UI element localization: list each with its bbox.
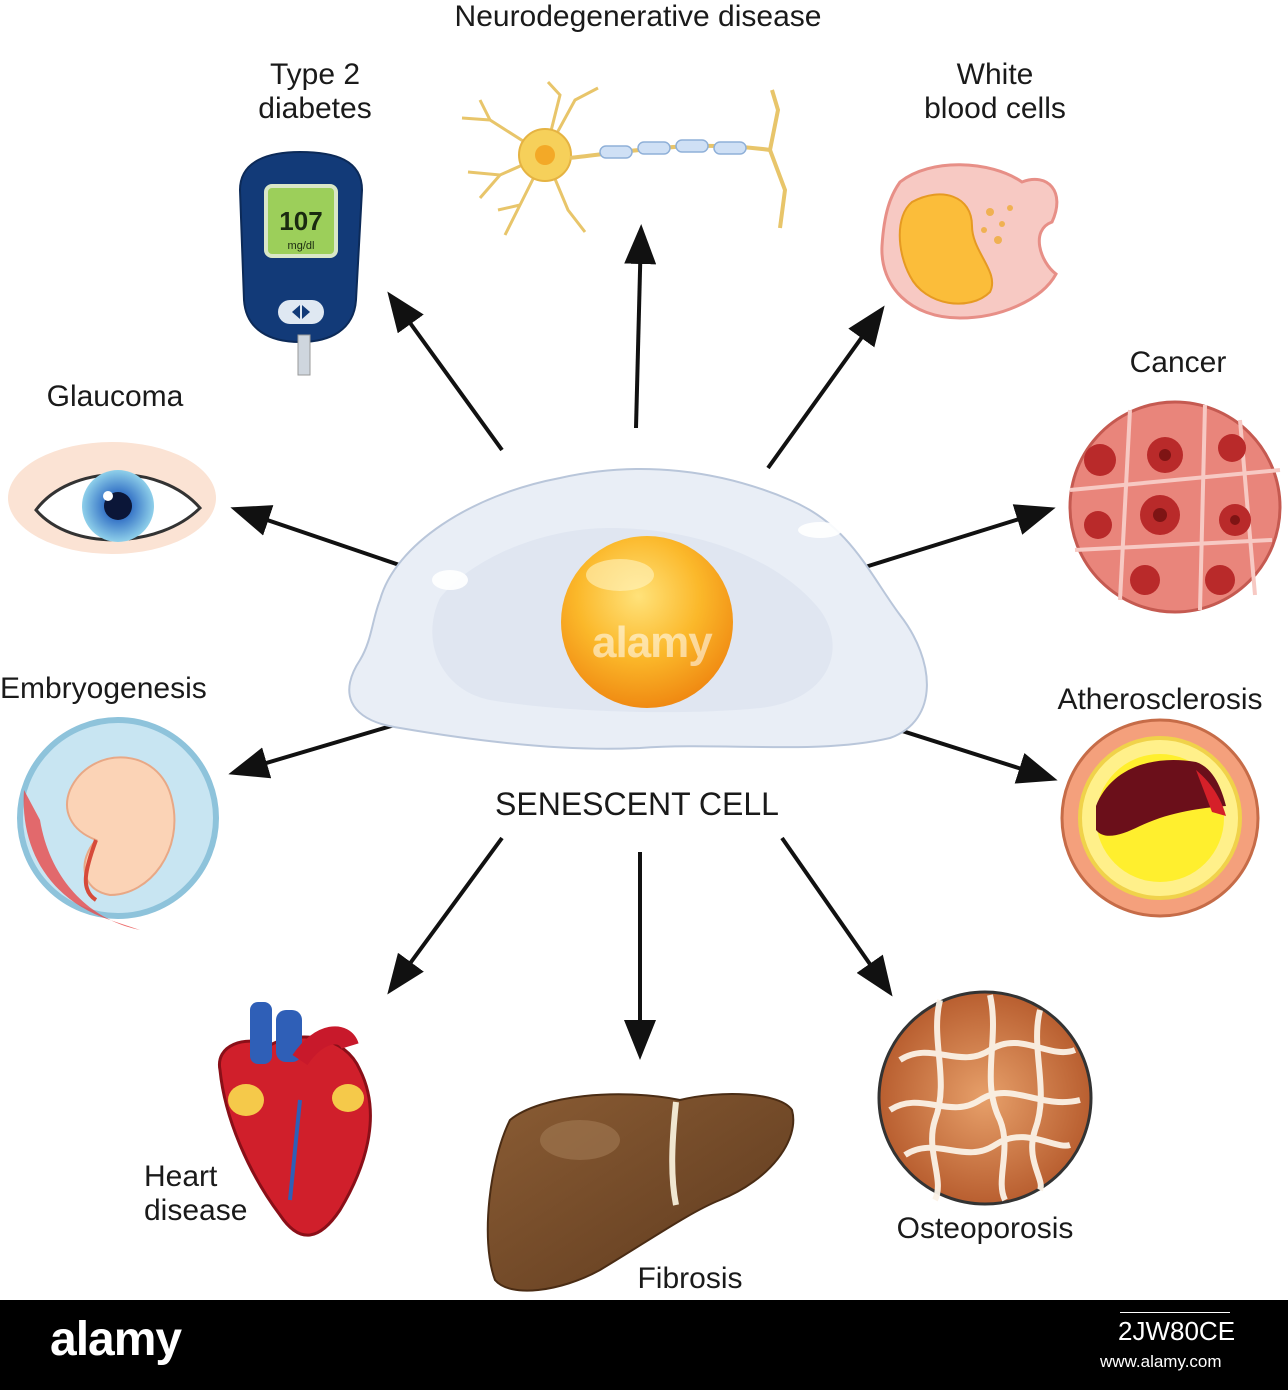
- label-atherosclerosis: Atherosclerosis: [1057, 683, 1263, 716]
- meter-unit: mg/dl: [288, 240, 315, 252]
- label-osteoporosis: Osteoporosis: [896, 1212, 1074, 1245]
- label-fibrosis: Fibrosis: [637, 1262, 743, 1295]
- label-white-blood-cells: White blood cells: [905, 58, 1085, 125]
- label-type2-diabetes-line1: Type 2: [269, 58, 361, 91]
- artery-illustration: [1060, 718, 1260, 918]
- label-type2-diabetes-line2: diabetes: [258, 91, 372, 125]
- label-heart-disease-line1: Heart: [144, 1160, 218, 1193]
- meter-value: 107: [279, 206, 322, 236]
- label-heart-disease: Heart disease: [144, 1160, 247, 1227]
- white-blood-cell-illustration: [880, 163, 1059, 320]
- arrow-neuro: [624, 224, 657, 429]
- arrow-wbc: [766, 305, 885, 470]
- footer-url: www.alamy.com: [1100, 1352, 1222, 1371]
- footer-bar: alamy 2JW80CE www.alamy.com: [0, 1300, 1288, 1390]
- label-white-blood-cells-line2: blood cells: [924, 91, 1066, 125]
- label-neurodegenerative: Neurodegenerative disease: [454, 0, 822, 33]
- label-cancer: Cancer: [1129, 346, 1227, 379]
- embryo-illustration: [17, 717, 219, 930]
- footer-image-id: 2JW80CE: [1118, 1316, 1236, 1346]
- liver-illustration: [486, 1093, 795, 1292]
- watermark: alamy: [592, 618, 713, 667]
- senescent-cell-label: SENESCENT CELL: [495, 786, 779, 822]
- arrow-heart: [387, 836, 504, 995]
- senescent-cell-illustration: [348, 468, 928, 750]
- label-glaucoma: Glaucoma: [46, 380, 184, 413]
- arrow-embryo: [228, 716, 419, 779]
- senescent-cell-diagram: 107 mg/dl: [8, 80, 1282, 1292]
- arrow-diabetes: [387, 291, 504, 452]
- footer-divider: [1120, 1312, 1230, 1313]
- cancer-cells-illustration: [1068, 400, 1282, 614]
- glucose-meter-illustration: 107 mg/dl: [238, 150, 364, 376]
- label-heart-disease-line2: disease: [144, 1193, 248, 1227]
- label-embryogenesis: Embryogenesis: [0, 672, 207, 705]
- footer-brand-logo: alamy: [50, 1313, 182, 1366]
- neuron-illustration: [461, 80, 788, 236]
- arrow-glaucoma: [230, 505, 421, 574]
- heart-illustration: [218, 1002, 372, 1237]
- eye-illustration: [8, 442, 216, 554]
- arrow-osteo: [780, 836, 893, 997]
- label-white-blood-cells-line1: White: [956, 58, 1034, 91]
- bone-tissue-illustration: [877, 990, 1093, 1206]
- arrow-cancer: [861, 504, 1056, 570]
- label-type2-diabetes: Type 2 diabetes: [240, 58, 390, 125]
